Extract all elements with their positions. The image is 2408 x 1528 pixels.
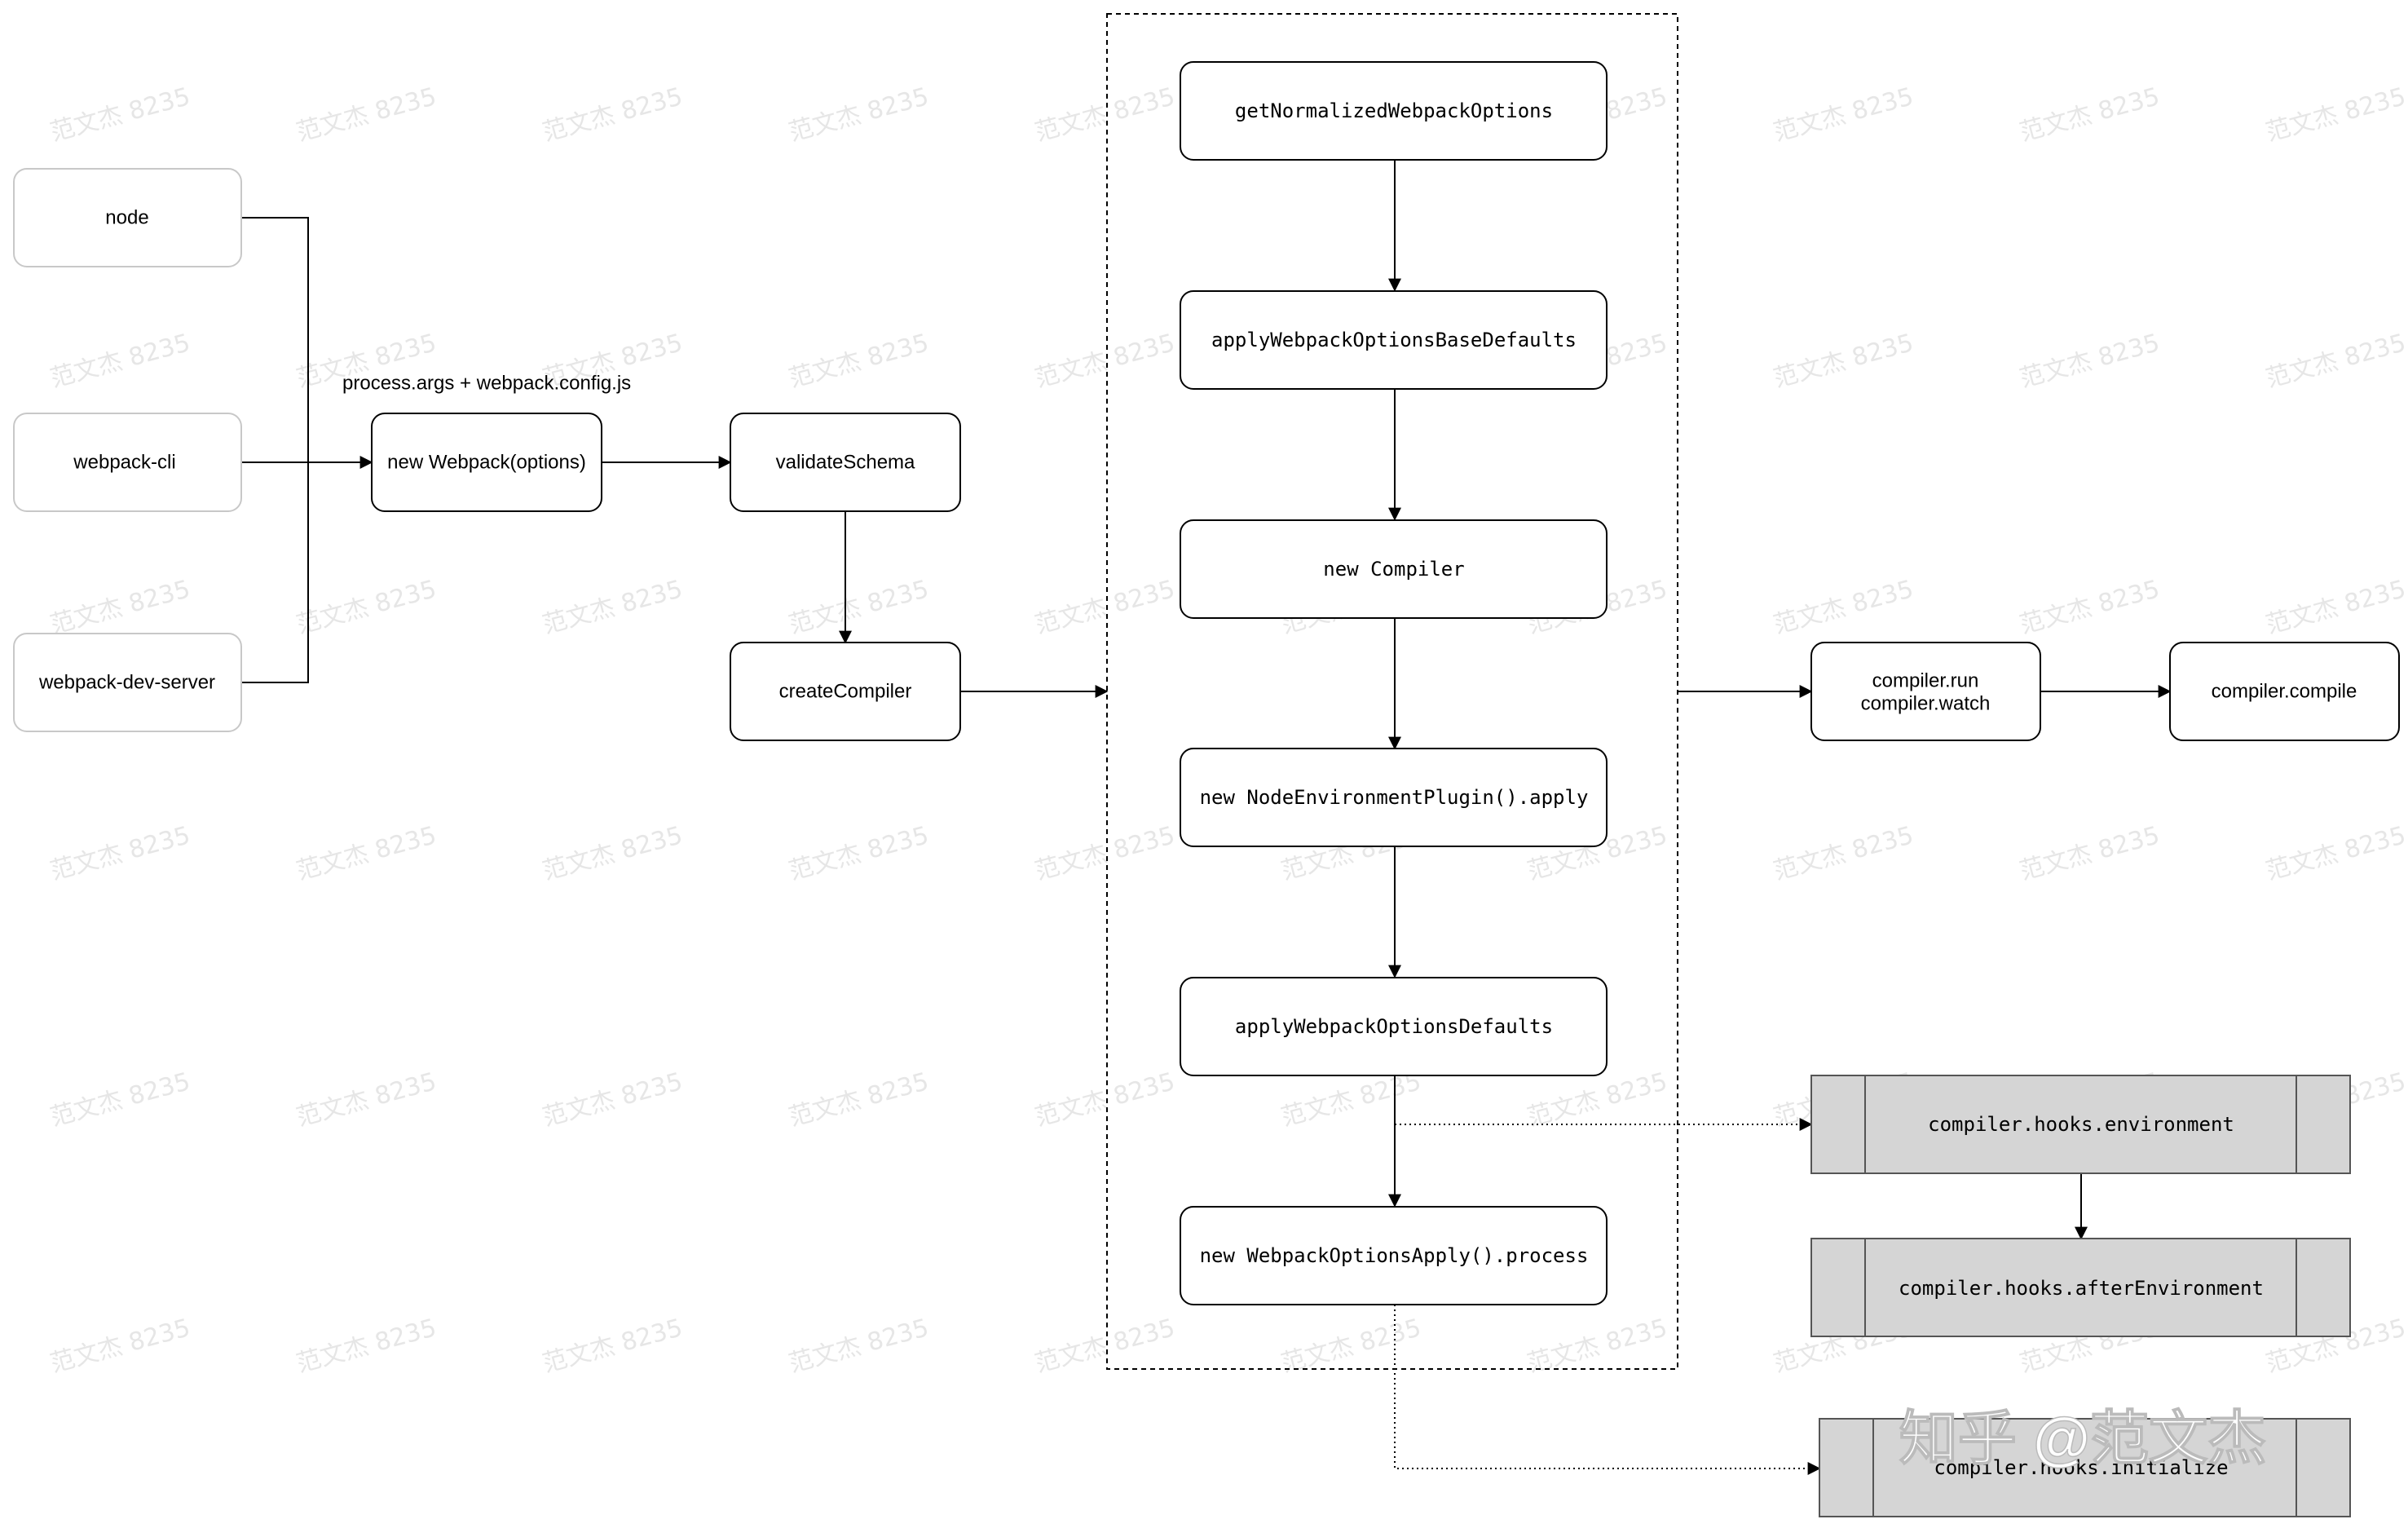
watermark-text: 范文杰 8235: [540, 1067, 686, 1132]
watermark-text: 范文杰 8235: [47, 1067, 193, 1132]
watermark-text: 范文杰 8235: [2263, 575, 2408, 639]
step-get-normalized-options: getNormalizedWebpackOptions: [1180, 61, 1608, 161]
input-node-node: node: [13, 168, 242, 267]
watermark-text: 范文杰 8235: [1524, 1067, 1670, 1132]
step-label: new WebpackOptionsApply().process: [1200, 1244, 1589, 1267]
hook-label: compiler.hooks.environment: [1928, 1113, 2234, 1136]
step-label: new Compiler: [1323, 558, 1464, 581]
node-validate-schema: validateSchema: [730, 413, 961, 512]
watermark-text: 范文杰 8235: [47, 821, 193, 885]
watermark-text: 范文杰 8235: [786, 821, 932, 885]
node-new-webpack: new Webpack(options): [371, 413, 602, 512]
watermark-text: 范文杰 8235: [1032, 82, 1178, 147]
node-label: compiler.compile: [2212, 680, 2357, 702]
input-node-webpack-dev-server: webpack-dev-server: [13, 633, 242, 732]
input-node-label: node: [105, 206, 148, 228]
watermark-text: 范文杰 8235: [293, 575, 439, 639]
watermark-text: 范文杰 8235: [1771, 821, 1916, 885]
connectors: [241, 160, 2172, 1240]
watermark-text: 范文杰 8235: [1771, 82, 1916, 147]
watermark-text: 范文杰 8235: [540, 82, 686, 147]
hook-after-environment: compiler.hooks.afterEnvironment: [1810, 1238, 2351, 1337]
dotted-apply-to-init-hook: [1394, 1305, 1821, 1475]
watermark-text: 范文杰 8235: [293, 821, 439, 885]
watermark-text: 范文杰 8235: [540, 821, 686, 885]
attribution-watermark: 知乎 @范文杰: [1899, 1407, 2266, 1472]
watermark-layer: 范文杰 8235 范文杰 8235 范文杰 8235 范文杰 8235 范文杰 8235…: [47, 82, 2408, 1378]
step-options-apply-process: new WebpackOptionsApply().process: [1180, 1206, 1608, 1305]
hook-label: compiler.hooks.initialize: [1934, 1456, 2228, 1479]
input-node-label: webpack-dev-server: [38, 671, 215, 693]
run-label-line-2: compiler.watch: [1861, 692, 1991, 714]
step-label: new NodeEnvironmentPlugin().apply: [1200, 786, 1589, 809]
step-new-compiler: new Compiler: [1180, 519, 1608, 619]
watermark-text: 范文杰 8235: [786, 82, 932, 147]
run-label-line-1: compiler.run: [1872, 669, 1979, 691]
edge-label-args: process.args + webpack.config.js: [342, 372, 631, 394]
step-apply-base-defaults: applyWebpackOptionsBaseDefaults: [1180, 290, 1608, 390]
hook-environment: compiler.hooks.environment: [1810, 1075, 2351, 1174]
dotted-connectors: [1394, 1118, 1821, 1475]
watermark-text: 范文杰 8235: [1032, 1067, 1178, 1132]
watermark-text: 范文杰 8235: [2263, 821, 2408, 885]
step-label: applyWebpackOptionsBaseDefaults: [1211, 329, 1577, 351]
node-create-compiler: createCompiler: [730, 642, 961, 741]
watermark-text: 范文杰 8235: [1032, 329, 1178, 393]
connector-node-to-bus: [241, 217, 309, 462]
step-label: getNormalizedWebpackOptions: [1235, 99, 1553, 122]
watermark-text: 范文杰 8235: [2017, 821, 2163, 885]
node-label: validateSchema: [776, 451, 915, 473]
watermark-text: 范文杰 8235: [540, 1314, 686, 1378]
watermark-text: 范文杰 8235: [786, 329, 932, 393]
watermark-text: 范文杰 8235: [1771, 575, 1916, 639]
watermark-text: 范文杰 8235: [1771, 329, 1916, 393]
compiler-group-container: [1106, 13, 1678, 1370]
step-label: applyWebpackOptionsDefaults: [1235, 1015, 1553, 1038]
watermark-text: 范文杰 8235: [2263, 82, 2408, 147]
node-compiler-compile: compiler.compile: [2169, 642, 2400, 741]
watermark-text: 范文杰 8235: [47, 1314, 193, 1378]
watermark-text: 范文杰 8235: [1278, 1067, 1424, 1132]
step-node-environment-plugin: new NodeEnvironmentPlugin().apply: [1180, 748, 1608, 847]
watermark-text: 范文杰 8235: [293, 82, 439, 147]
watermark-text: 范文杰 8235: [1032, 575, 1178, 639]
connector-devserver-to-bus: [241, 462, 309, 683]
watermark-text: 范文杰 8235: [47, 329, 193, 393]
watermark-text: 范文杰 8235: [1032, 821, 1178, 885]
node-label: createCompiler: [779, 680, 912, 702]
input-node-webpack-cli: webpack-cli: [13, 413, 242, 512]
hook-initialize: compiler.hooks.initialize: [1819, 1418, 2351, 1517]
watermark-text: 范文杰 8235: [786, 1067, 932, 1132]
watermark-text: 范文杰 8235: [293, 1067, 439, 1132]
node-compiler-run-watch: compiler.run compiler.watch: [1810, 642, 2041, 741]
watermark-text: 范文杰 8235: [540, 575, 686, 639]
step-apply-defaults: applyWebpackOptionsDefaults: [1180, 977, 1608, 1076]
watermark-text: 范文杰 8235: [47, 82, 193, 147]
watermark-text: 范文杰 8235: [2263, 329, 2408, 393]
watermark-text: 范文杰 8235: [786, 1314, 932, 1378]
watermark-text: 范文杰 8235: [1032, 1314, 1178, 1378]
hook-label: compiler.hooks.afterEnvironment: [1899, 1277, 2264, 1300]
watermark-text: 范文杰 8235: [2017, 575, 2163, 639]
watermark-text: 范文杰 8235: [47, 575, 193, 639]
watermark-text: 范文杰 8235: [2017, 329, 2163, 393]
watermark-text: 范文杰 8235: [293, 1314, 439, 1378]
input-node-label: webpack-cli: [73, 451, 175, 473]
watermark-text: 范文杰 8235: [2017, 82, 2163, 147]
watermark-text: 范文杰 8235: [786, 575, 932, 639]
node-label: new Webpack(options): [387, 451, 586, 473]
